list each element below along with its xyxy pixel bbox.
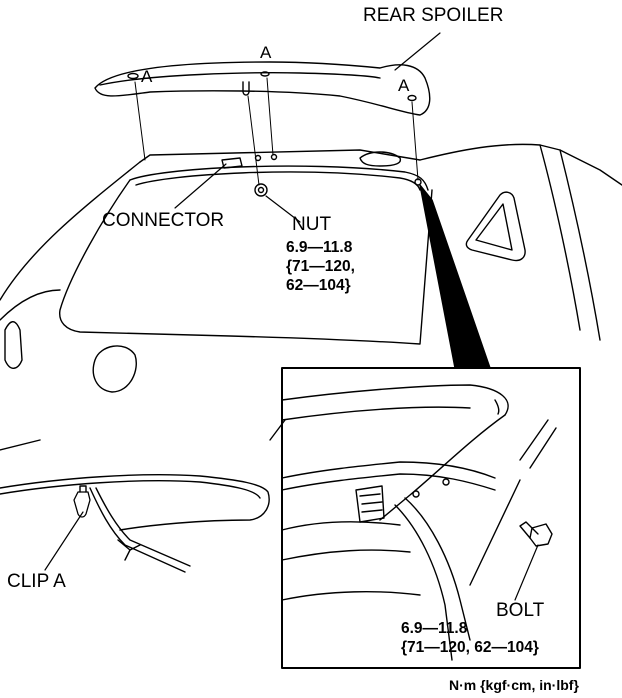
nut-torque-line-2: {71—120, xyxy=(286,257,355,275)
rear-spoiler-label: REAR SPOILER xyxy=(363,5,504,26)
car-body xyxy=(0,143,622,451)
nut-torque-line-3: 62—104} xyxy=(286,276,351,294)
fuel-door xyxy=(92,345,137,393)
nut-torque-line-1: 6.9—11.8 xyxy=(286,239,353,256)
units-legend: N·m {kgf·cm, in·lbf} xyxy=(449,677,579,693)
nut-part xyxy=(254,183,268,197)
bolt-torque-spec: 6.9—11.8 {71—120, 62—104} xyxy=(401,620,539,658)
bolt-torque-line-2: {71—120, 62—104} xyxy=(401,638,539,656)
inset-contents xyxy=(281,384,557,661)
rear-spoiler-part xyxy=(94,61,431,116)
bolt-torque-line-1: 6.9—11.8 xyxy=(401,620,468,637)
clip-ref-label-right: A xyxy=(398,76,410,95)
clip-ref-label-center: A xyxy=(260,43,272,62)
inset-frame xyxy=(281,367,581,669)
zoom-wedge xyxy=(419,184,491,369)
clip-ref-label-left: A xyxy=(141,67,153,86)
nut-label: NUT xyxy=(292,214,332,235)
clip-a-label: CLIP A xyxy=(7,571,66,592)
clip-section-detail xyxy=(0,474,270,573)
alignment-lines xyxy=(134,77,419,186)
leader-lines xyxy=(44,32,539,601)
quarter-window xyxy=(465,191,526,262)
nut-torque-spec: 6.9—11.8 {71—120, 62—104} xyxy=(286,239,355,296)
connector-label: CONNECTOR xyxy=(102,210,225,231)
rear-window xyxy=(59,151,433,345)
bolt-label: BOLT xyxy=(496,600,545,621)
